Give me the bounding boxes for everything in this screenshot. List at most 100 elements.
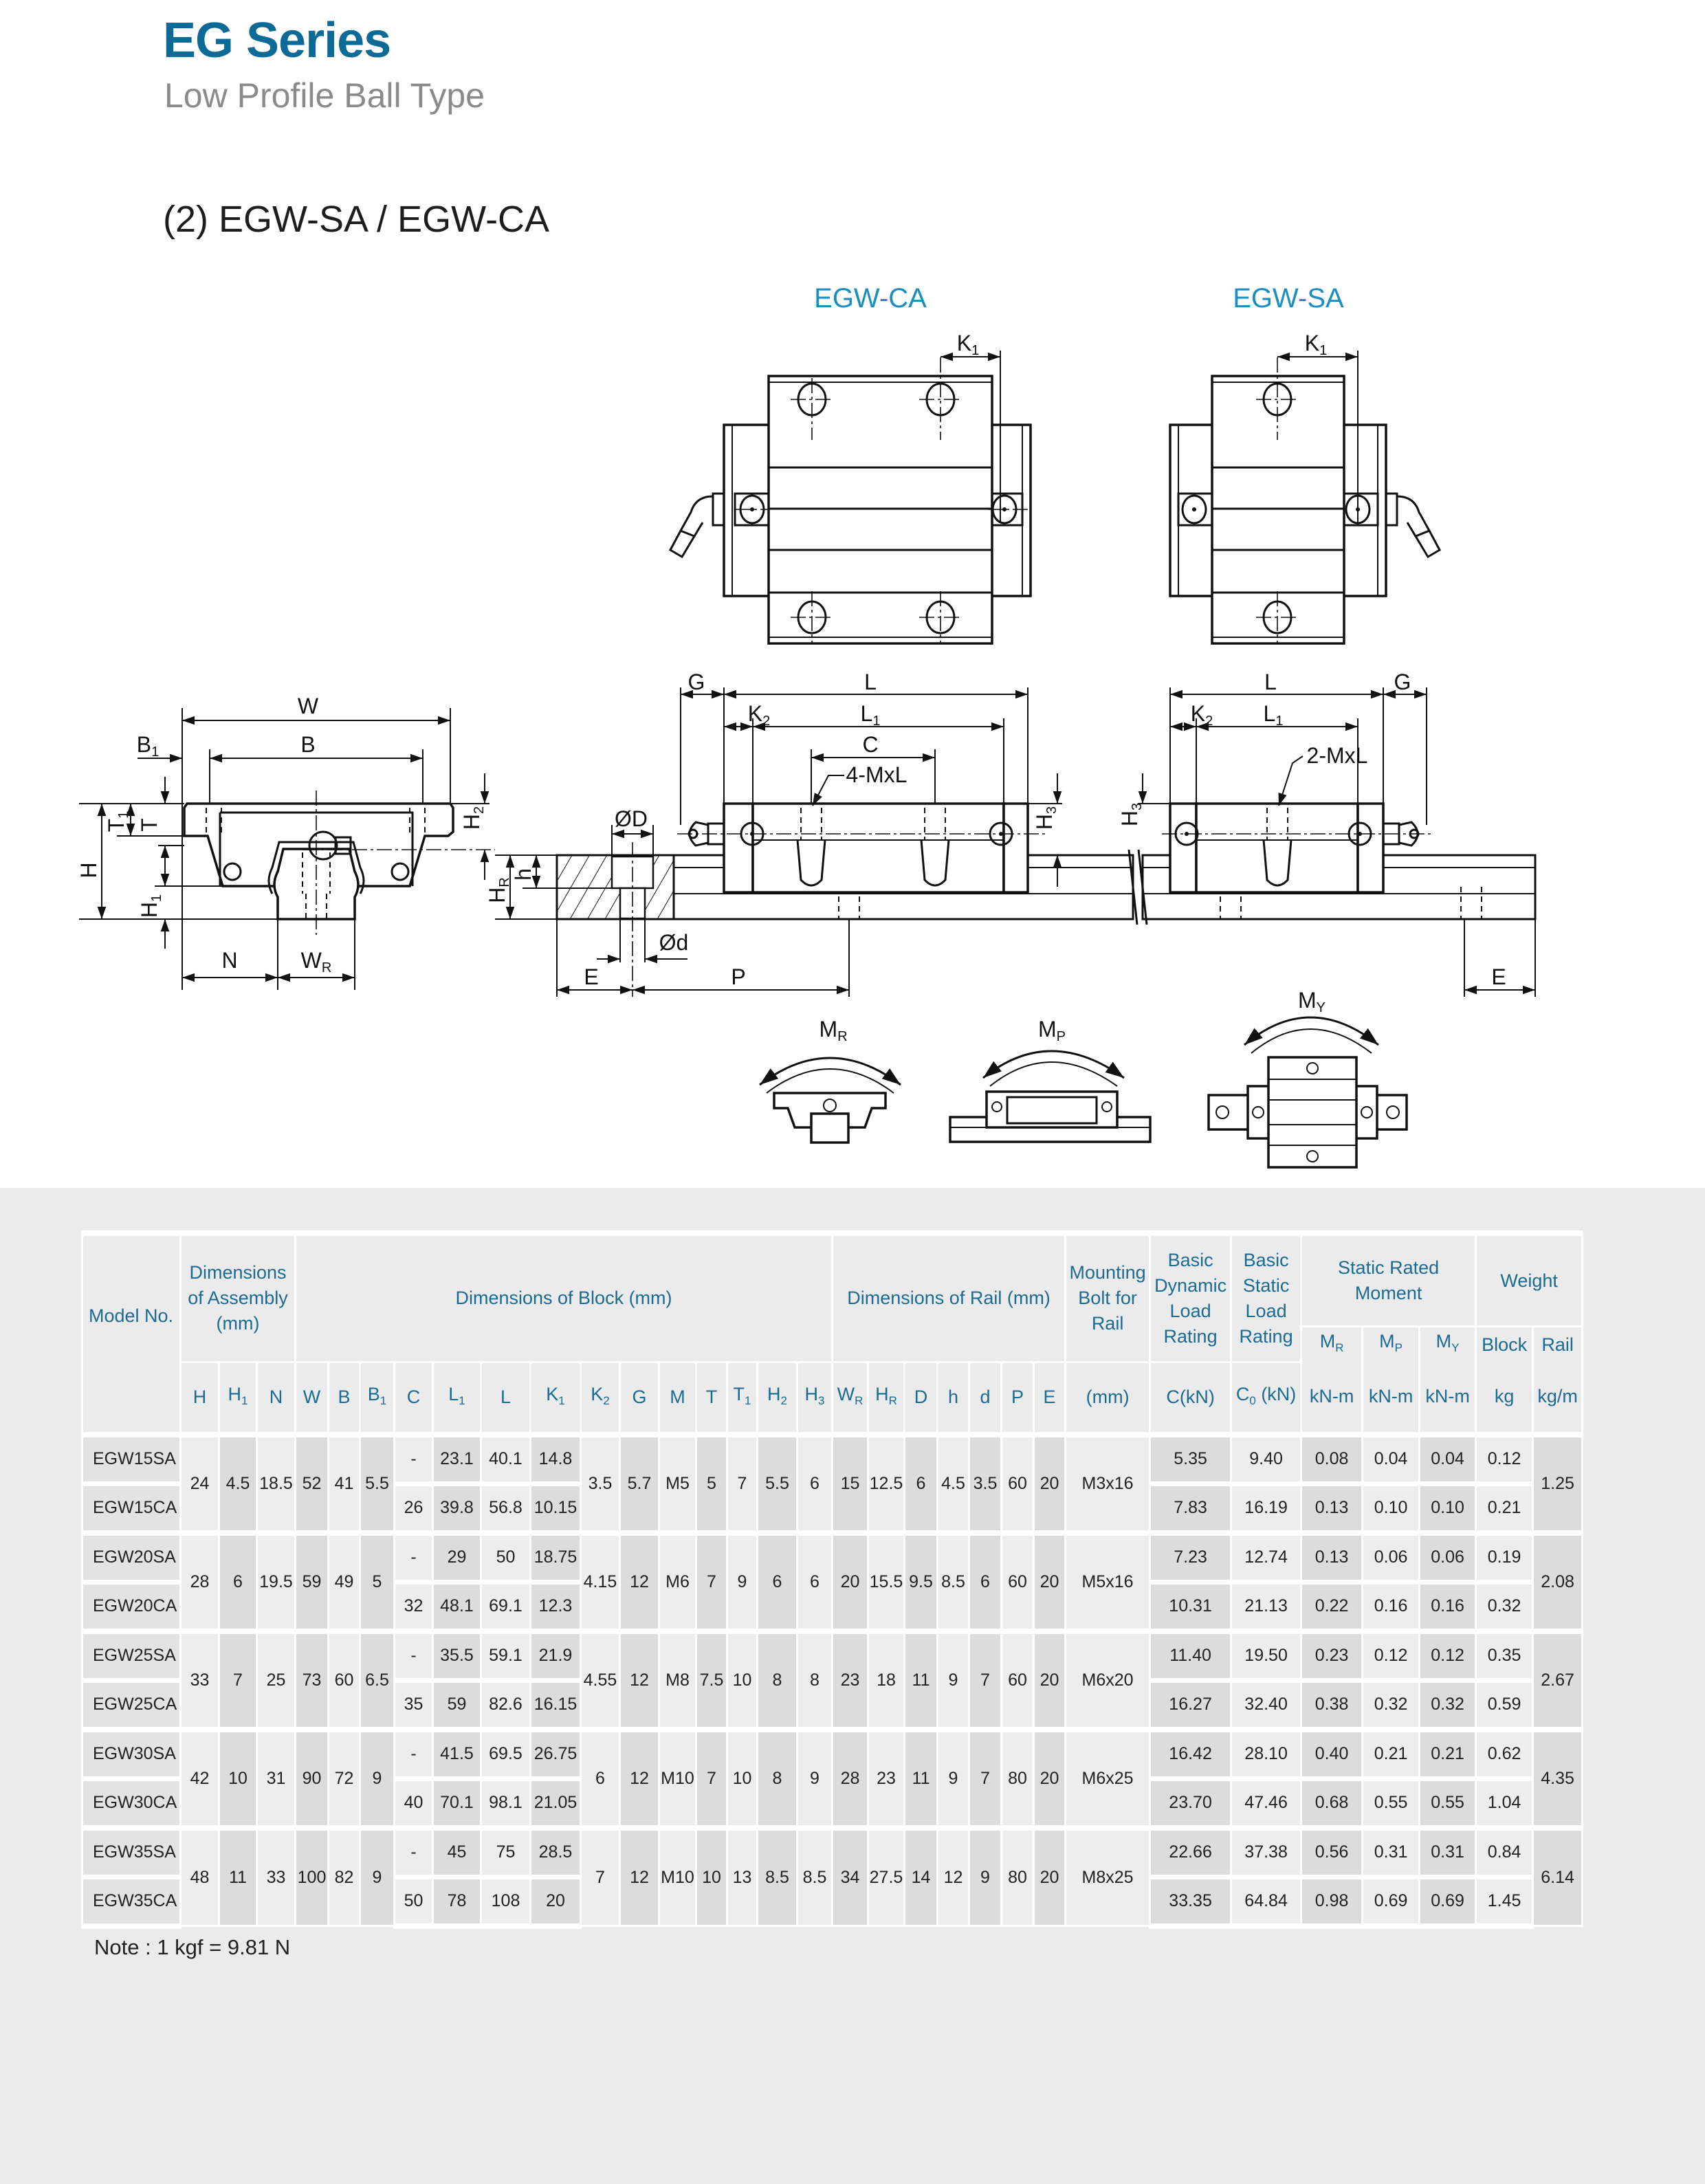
cell-h: 4.5	[936, 1431, 970, 1534]
cell-L1: 48.1	[432, 1579, 482, 1632]
cell-E: 20	[1032, 1431, 1067, 1534]
break-line	[1128, 849, 1148, 925]
technical-drawings: EGW-CA K1 EGW-SA	[76, 283, 1537, 1169]
cell-d: 7	[968, 1726, 1002, 1829]
cell-HR: 23	[867, 1726, 905, 1829]
cell-bolt: M5x16	[1064, 1530, 1152, 1632]
cell-block: 0.62	[1475, 1726, 1534, 1780]
label-h-small: h	[511, 868, 536, 881]
cell-E: 20	[1032, 1824, 1067, 1927]
column-header-D: D	[903, 1360, 938, 1435]
cell-B1: 5	[359, 1530, 395, 1632]
column-symbol-subscript: 1	[745, 1393, 751, 1407]
svg-text:H3: H3	[1032, 806, 1059, 830]
cell-M: M10	[658, 1726, 697, 1829]
cell-MP: 0.10	[1361, 1481, 1421, 1534]
model-number: EGW35SA	[81, 1824, 182, 1878]
cell-rail: 1.25	[1532, 1431, 1584, 1534]
model-number: EGW15CA	[81, 1481, 182, 1534]
cell-L: 40.1	[480, 1431, 531, 1485]
column-header-K2: K2	[580, 1360, 621, 1435]
moment-mp-diagram: MP	[949, 1017, 1152, 1143]
column-symbol: M	[1379, 1331, 1395, 1352]
column-header-T: T	[695, 1360, 728, 1435]
cell-C_dyn: 23.70	[1149, 1776, 1233, 1829]
front-view: W B1 B H T1 T H1 H2 N WR	[76, 694, 495, 990]
model-number: EGW25SA	[81, 1628, 182, 1681]
cell-WR: 28	[831, 1726, 869, 1829]
cell-C_dyn: 5.35	[1149, 1431, 1233, 1485]
cell-K1: 10.15	[529, 1481, 582, 1534]
cell-B: 49	[327, 1530, 361, 1632]
cell-L: 50	[480, 1530, 531, 1583]
cell-WR: 23	[831, 1628, 869, 1730]
model-number: EGW20SA	[81, 1530, 182, 1583]
cell-h: 12	[936, 1824, 970, 1927]
label-c: C	[862, 732, 878, 757]
mounting-hole	[791, 357, 962, 643]
column-header-T1: T1	[726, 1360, 758, 1435]
cell-P: 60	[1000, 1431, 1035, 1534]
column-symbol-subscript: R	[888, 1393, 897, 1407]
cell-MY: 0.55	[1418, 1776, 1477, 1829]
cell-B: 60	[327, 1628, 361, 1730]
column-symbol: B	[338, 1387, 351, 1407]
cell-MR: 0.13	[1300, 1481, 1364, 1534]
header-rail: Dimensions of Rail (mm)	[830, 1232, 1067, 1363]
cell-L: 69.5	[480, 1726, 531, 1780]
cell-H: 48	[179, 1824, 220, 1927]
column-symbol: Rail	[1541, 1334, 1574, 1355]
column-unit-MP: kN-m	[1361, 1362, 1421, 1435]
svg-text:h: h	[511, 868, 536, 881]
label-h2: H	[459, 814, 484, 830]
column-header-MP: MP	[1361, 1325, 1421, 1362]
column-symbol: P	[1011, 1387, 1024, 1407]
svg-text:H: H	[76, 862, 101, 878]
cell-block: 1.04	[1475, 1776, 1534, 1829]
egw-sa-title: EGW-SA	[1233, 283, 1344, 313]
grease-nipple-icon	[668, 492, 725, 559]
cell-HR: 18	[867, 1628, 905, 1730]
column-header-HR: HR	[867, 1360, 905, 1435]
cell-L: 82.6	[480, 1677, 531, 1730]
column-symbol: Block	[1482, 1334, 1528, 1355]
label-4-mxl: 4-MxL	[846, 762, 908, 787]
cell-H1: 4.5	[218, 1431, 258, 1534]
column-symbol: D	[914, 1387, 928, 1407]
cell-W: 52	[294, 1431, 329, 1534]
label-mr: M	[819, 1017, 837, 1041]
header-dynamic: Basic Dynamic Load Rating	[1149, 1232, 1233, 1363]
column-header-K1: K1	[529, 1360, 582, 1435]
column-header-B: B	[327, 1360, 361, 1435]
cell-L: 75	[480, 1824, 531, 1878]
column-unit-MY: kN-m	[1418, 1362, 1477, 1435]
label-t1: T	[104, 819, 129, 832]
column-symbol: C(kN)	[1166, 1387, 1215, 1407]
svg-text:W: W	[298, 694, 319, 718]
label-g: G	[688, 670, 705, 694]
column-symbol: K	[591, 1383, 604, 1404]
cell-N: 25	[256, 1628, 296, 1730]
cell-K2: 3.5	[580, 1431, 621, 1534]
column-header-B1: B1	[359, 1360, 395, 1435]
cell-L: 69.1	[480, 1579, 531, 1632]
label-k1: K	[1305, 331, 1319, 355]
svg-text:L1: L1	[861, 701, 881, 729]
label-hr: H	[485, 887, 509, 903]
svg-text:B1: B1	[137, 732, 159, 760]
series-title: EG Series	[163, 13, 391, 68]
cell-L1: 39.8	[432, 1481, 482, 1534]
cell-T: 7	[695, 1530, 728, 1632]
cell-HR: 27.5	[867, 1824, 905, 1927]
svg-text:K1: K1	[957, 331, 979, 358]
cell-WR: 34	[831, 1824, 869, 1927]
cell-C0: 19.50	[1230, 1628, 1303, 1681]
svg-text:T: T	[137, 818, 162, 832]
cell-rail: 4.35	[1532, 1726, 1584, 1829]
cell-K2: 6	[580, 1726, 621, 1829]
